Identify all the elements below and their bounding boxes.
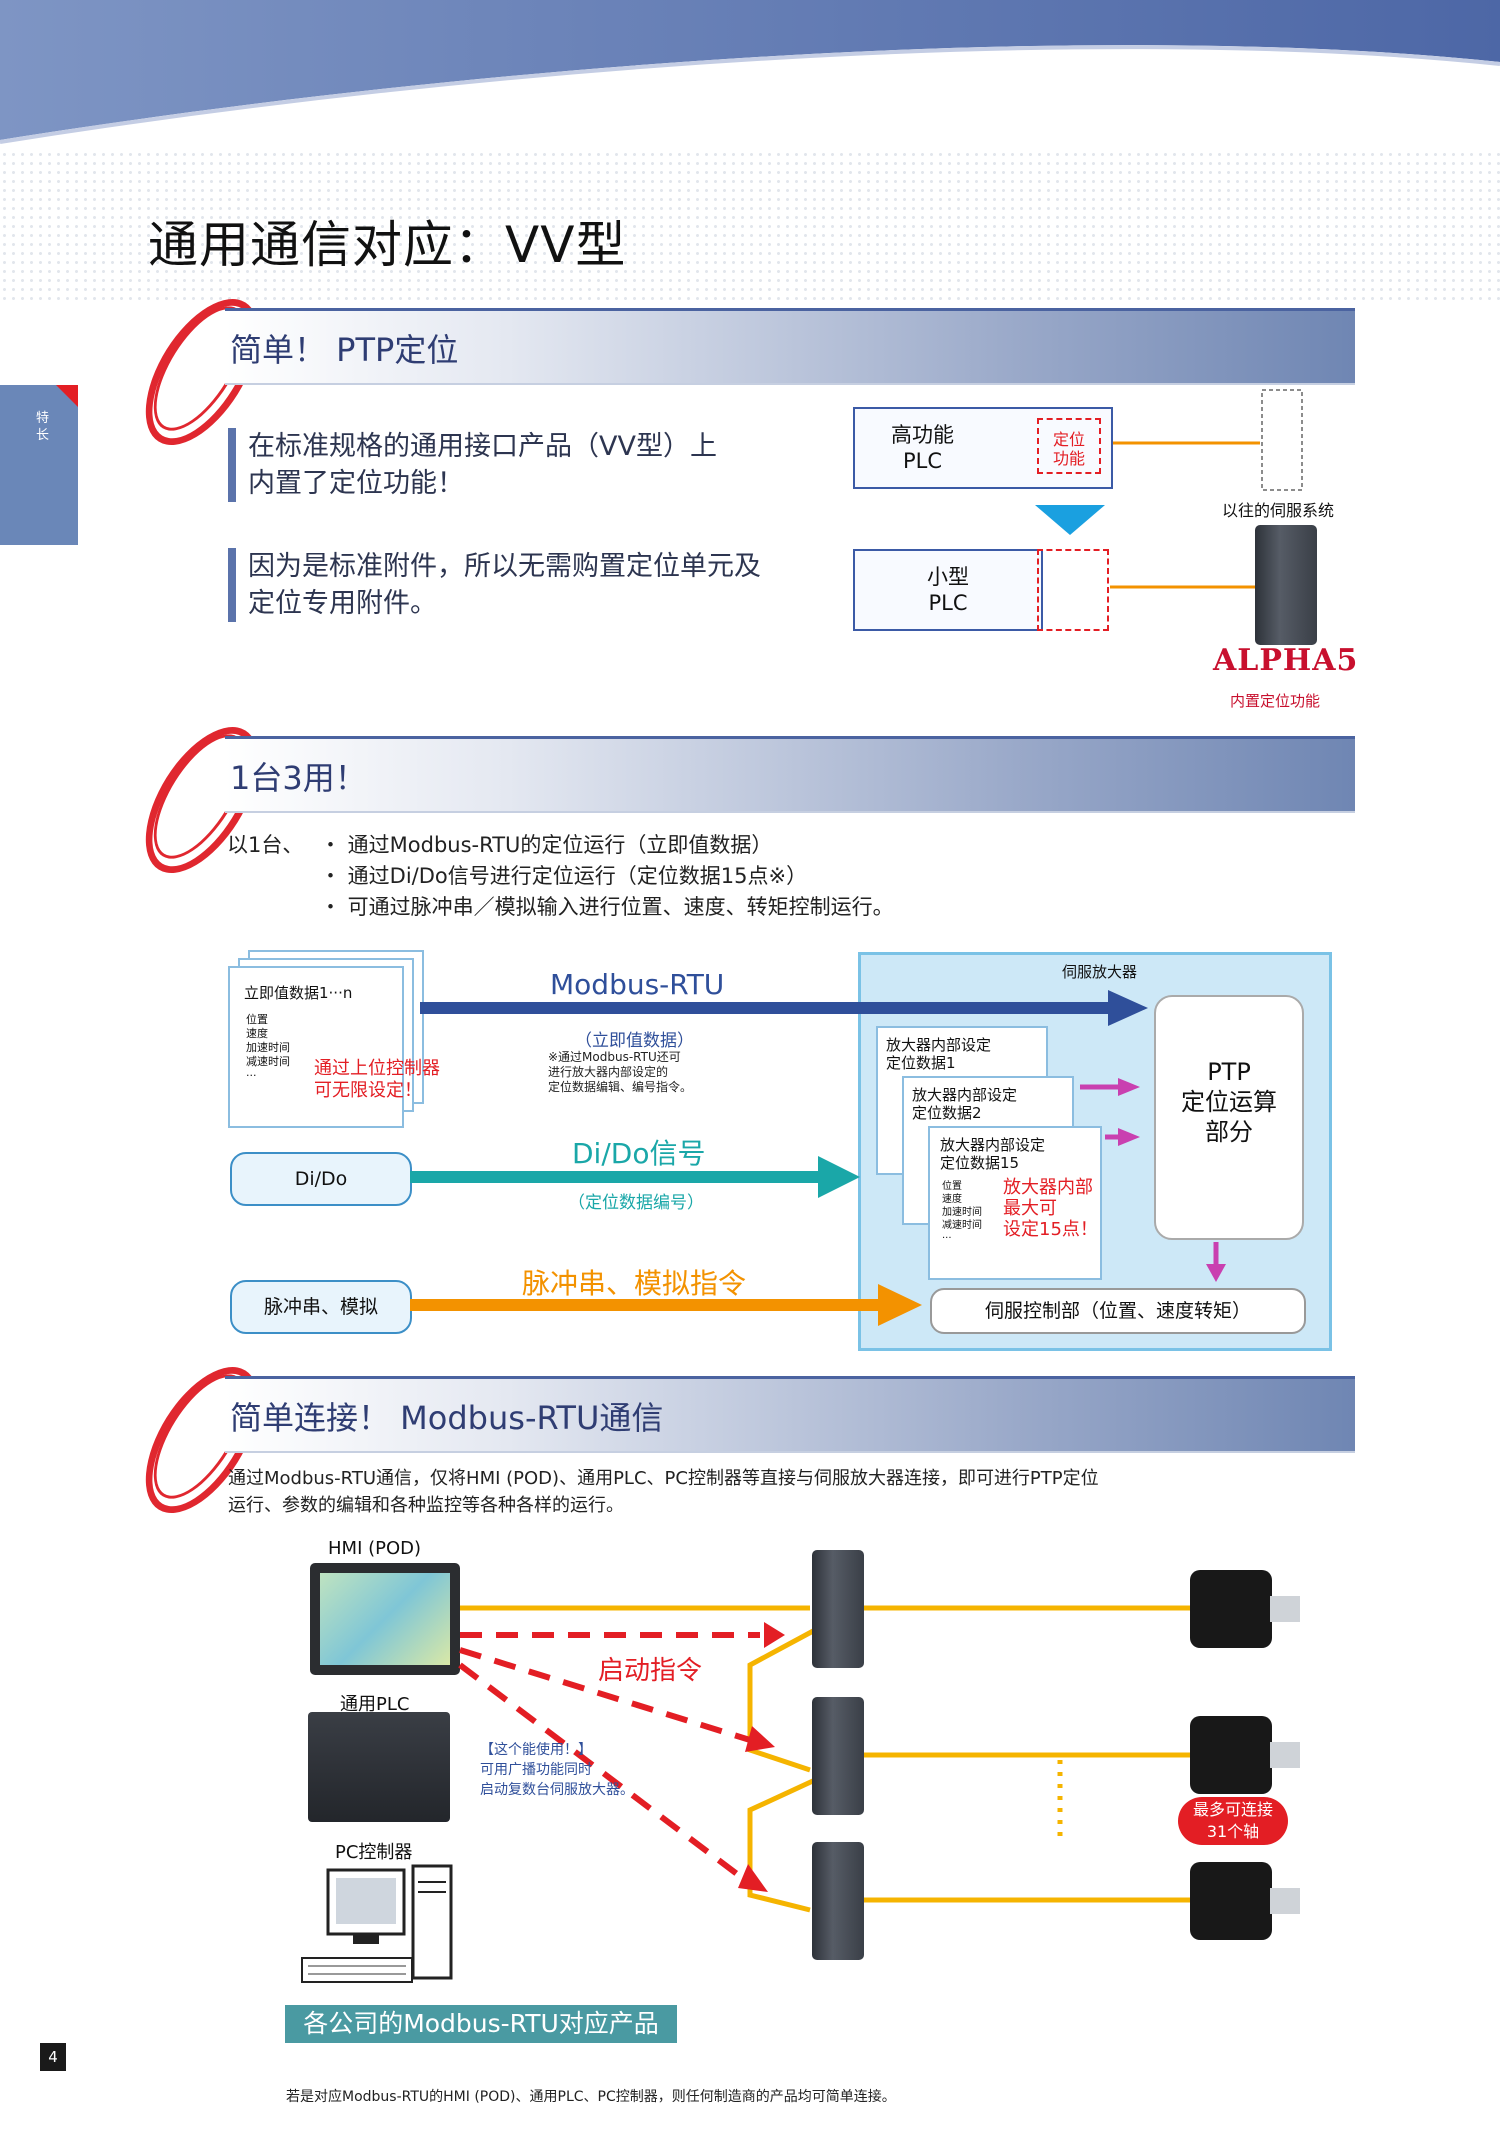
- section3-description: 通过Modbus-RTU通信，仅将HMI (POD)、通用PLC、PC控制器等直…: [228, 1468, 1099, 1516]
- internal-fields: 位置 速度 加速时间 减速时间 ···: [930, 1172, 1100, 1245]
- side-tab: [0, 385, 78, 545]
- dido-sub: （定位数据编号）: [568, 1193, 704, 1213]
- flow-arrows: [410, 990, 1226, 1326]
- internal-field: 位置: [942, 1181, 962, 1192]
- modbus-sub: （立即值数据）: [575, 1031, 694, 1051]
- servo-amplifier-2: [812, 1697, 864, 1815]
- network-wiring: [458, 1605, 1200, 1913]
- builtin-positioning-label: 内置定位功能: [1230, 692, 1321, 710]
- page-number: 4: [40, 2043, 66, 2071]
- section-bar: [225, 1376, 1355, 1453]
- internal-field: ···: [942, 1233, 952, 1244]
- internal-field: 加速时间: [942, 1207, 982, 1218]
- dotted-pattern: [0, 150, 1500, 300]
- plc-small-box: 小型 PLC: [853, 549, 1043, 631]
- internal-field: 减速时间: [942, 1220, 982, 1231]
- doc-field: 加速时间: [246, 1041, 290, 1054]
- intro-prefix: 以1台、: [227, 833, 304, 857]
- plc-small-label: 小型 PLC: [927, 565, 969, 615]
- internal-field: 速度: [942, 1194, 962, 1205]
- pc-label: PC控制器: [335, 1842, 413, 1863]
- hmi-device-image: [310, 1563, 460, 1675]
- alpha5-logo: ALPHA5: [1213, 643, 1359, 678]
- plc-diagram: [1035, 389, 1303, 589]
- internal-data-15: 放大器内部设定 定位数据15 位置 速度 加速时间 减速时间 ···: [928, 1126, 1102, 1280]
- dido-box: Di/Do: [230, 1152, 412, 1206]
- modbus-products-banner: 各公司的Modbus-RTU对应产品: [285, 2005, 677, 2043]
- internal-data-15-label: 放大器内部设定 定位数据15: [940, 1136, 1046, 1172]
- hmi-screen: [320, 1573, 450, 1665]
- side-tab-label: 特长: [36, 411, 50, 443]
- page-title: 通用通信对应：VV型: [148, 216, 627, 274]
- hmi-label: HMI (POD): [328, 1538, 422, 1559]
- doc-field: ···: [246, 1069, 257, 1082]
- section-title: 简单！ PTP定位: [230, 331, 459, 369]
- plc-device-image: [308, 1712, 450, 1822]
- doc-field: 速度: [246, 1027, 268, 1040]
- servo-motor-1: [1190, 1570, 1272, 1648]
- internal-note: 放大器内部 最大可 设定15点！: [1003, 1177, 1098, 1240]
- empty-function-box: [1037, 549, 1109, 631]
- paragraph-builtin: 在标准规格的通用接口产品（VV型）上 内置了定位功能！: [228, 428, 717, 502]
- servo-motor-2: [1190, 1716, 1272, 1794]
- plc-label: 通用PLC: [340, 1694, 410, 1715]
- motor-shaft-3: [1270, 1888, 1300, 1914]
- section-title: 简单连接！ Modbus-RTU通信: [230, 1399, 664, 1437]
- doc-field: 位置: [246, 1013, 268, 1026]
- bullet-modbus: ・ 通过Modbus-RTU的定位运行（立即值数据）: [320, 833, 773, 857]
- dido-label: Di/Do信号: [572, 1137, 706, 1170]
- section-title: 1台3用！: [230, 759, 367, 797]
- old-servo-label: 以往的伺服系统: [1222, 501, 1335, 520]
- plc-high-label: 高功能 PLC: [891, 423, 954, 473]
- servo-amplifier-1: [812, 1550, 864, 1668]
- plc-high-box: 高功能 PLC: [853, 407, 1113, 489]
- doc-note: 通过上位控制器 可无限设定！: [314, 1058, 440, 1101]
- servo-control-unit: 伺服控制部（位置、速度转矩）: [930, 1288, 1306, 1334]
- pulse-box: 脉冲串、模拟: [230, 1280, 412, 1334]
- motor-shaft-1: [1270, 1596, 1300, 1622]
- amp-title: 伺服放大器: [1062, 963, 1138, 981]
- internal-data-2-label: 放大器内部设定 定位数据2: [912, 1086, 1018, 1122]
- broadcast-tip: 【这个能使用！】 可用广播功能同时 启动复数台伺服放大器。: [480, 1742, 634, 1798]
- doc-title: 立即值数据1···n: [244, 984, 353, 1002]
- bullet-pulse: ・ 可通过脉冲串／模拟输入进行位置、速度、转矩控制运行。: [320, 895, 894, 919]
- modbus-label: Modbus-RTU: [550, 968, 725, 1001]
- servo-amplifier-image: [1255, 525, 1317, 645]
- immediate-data-doc: 立即值数据1···n 位置 速度 加速时间 减速时间 ···: [228, 966, 404, 1128]
- bullet-dido: ・ 通过Di/Do信号进行定位运行（定位数据15点※）: [320, 864, 808, 888]
- pc-icon: [301, 1864, 453, 1983]
- servo-motor-3: [1190, 1862, 1272, 1940]
- positioning-function-box: 定位 功能: [1037, 418, 1101, 474]
- start-command-label: 启动指令: [598, 1656, 703, 1686]
- paragraph-accessories: 因为是标准附件，所以无需购置定位单元及 定位专用附件。: [228, 548, 761, 622]
- ptp-unit: PTP 定位运算 部分: [1154, 995, 1304, 1240]
- modbus-note: ※通过Modbus-RTU还可 进行放大器内部设定的 定位数据编辑、编号指令。: [548, 1050, 693, 1094]
- header-wave-band: [0, 0, 1500, 144]
- motor-shaft-2: [1270, 1742, 1300, 1768]
- doc-fields: 位置 速度 加速时间 减速时间 ···: [230, 1003, 402, 1083]
- internal-data-1-label: 放大器内部设定 定位数据1: [886, 1036, 992, 1072]
- doc-field: 减速时间: [246, 1055, 290, 1068]
- servo-amplifier-3: [812, 1842, 864, 1960]
- footnote: 若是对应Modbus-RTU的HMI (POD)、通用PLC、PC控制器，则任何…: [286, 2089, 896, 2105]
- side-tab-corner: [56, 385, 78, 407]
- max-axes-badge: 最多可连接 31个轴: [1178, 1797, 1288, 1845]
- pulse-label: 脉冲串、模拟指令: [522, 1267, 747, 1300]
- section-bar: [225, 308, 1355, 385]
- section-bar: [225, 736, 1355, 813]
